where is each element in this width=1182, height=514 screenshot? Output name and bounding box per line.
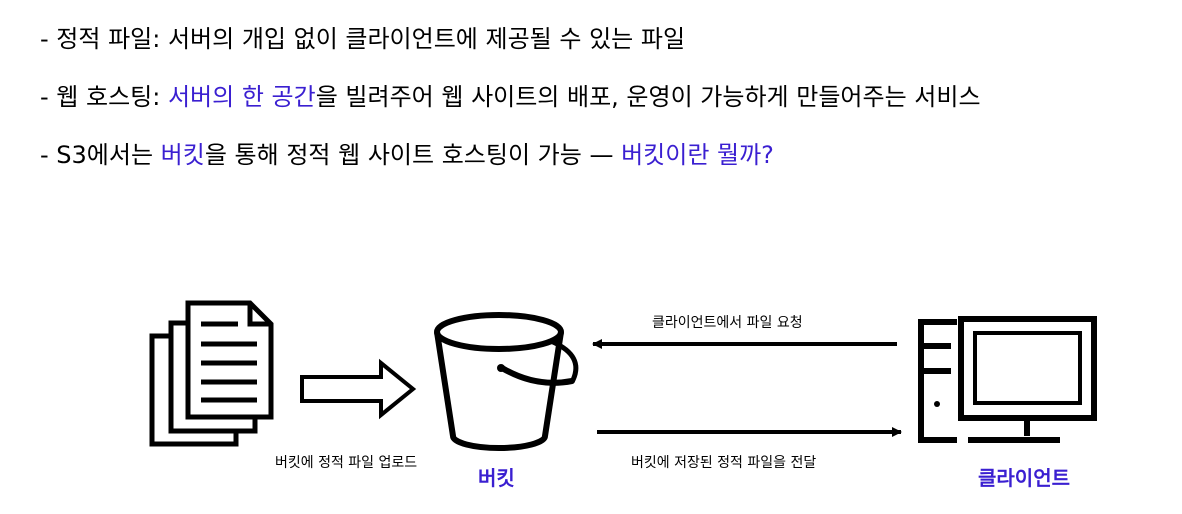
bullet-s3: - S3에서는 버킷을 통해 정적 웹 사이트 호스팅이 가능 — 버킷이란 뭘…	[40, 140, 774, 170]
bullet-web-hosting-highlight: 서버의 한 공간	[167, 83, 316, 111]
upload-label: 버킷에 정적 파일 업로드	[275, 455, 418, 471]
bullet-static-file-text: - 정적 파일: 서버의 개입 없이 클라이언트에 제공될 수 있는 파일	[40, 25, 686, 53]
bullet-s3-highlight-bucket: 버킷	[160, 141, 205, 169]
bullet-web-hosting-suffix: 을 빌려주어 웹 사이트의 배포, 운영이 가능하게 만들어주는 서비스	[315, 83, 981, 111]
bullet-web-hosting: - 웹 호스팅: 서버의 한 공간을 빌려주어 웹 사이트의 배포, 운영이 가…	[40, 82, 981, 112]
upload-arrow	[300, 358, 417, 420]
bucket-name: 버킷	[478, 466, 515, 490]
bullet-web-hosting-prefix: - 웹 호스팅:	[40, 83, 168, 111]
bucket-icon	[434, 312, 579, 451]
bullet-static-file: - 정적 파일: 서버의 개입 없이 클라이언트에 제공될 수 있는 파일	[40, 24, 685, 54]
computer-icon	[918, 316, 1097, 443]
bullet-s3-highlight-question: 버킷이란 뭘까?	[621, 141, 774, 169]
bullet-s3-prefix: - S3에서는	[40, 141, 161, 169]
documents-icon	[149, 300, 274, 447]
bullet-s3-middle: 을 통해 정적 웹 사이트 호스팅이 가능 —	[204, 141, 622, 169]
client-name: 클라이언트	[978, 466, 1070, 490]
request-label: 클라이언트에서 파일 요청	[652, 315, 803, 331]
deliver-label: 버킷에 저장된 정적 파일을 전달	[631, 455, 817, 471]
